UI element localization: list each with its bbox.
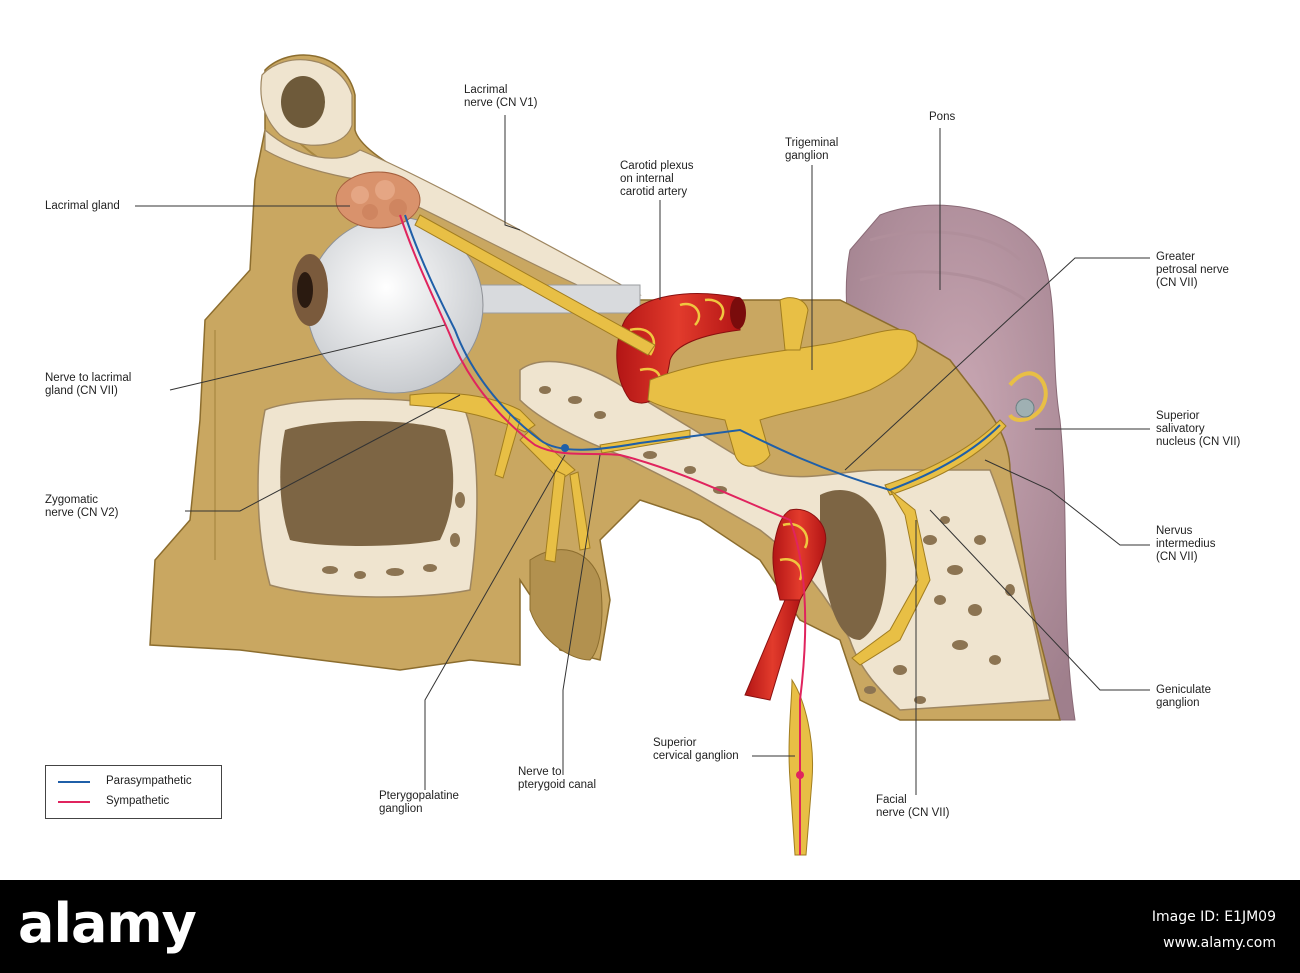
label-nerve-to-lacrimal-gland: Nerve to lacrimal gland (CN VII) (45, 372, 132, 397)
site-url: www.alamy.com (1163, 935, 1276, 951)
label-trigeminal-ganglion: Trigeminal ganglion (785, 137, 839, 162)
bone-section (257, 59, 1051, 711)
eyeball (292, 216, 641, 394)
watermark-bar: alamy Image ID: E1JM09 www.alamy.com (0, 880, 1300, 973)
legend-line-parasympathetic (58, 781, 90, 783)
brand-logo: alamy (18, 892, 197, 955)
legend-label: Parasympathetic (106, 775, 192, 787)
image-meta: Image ID: E1JM09 www.alamy.com (1152, 904, 1276, 956)
label-nerve-to-pterygoid-canal: Nerve to pterygoid canal (518, 766, 596, 791)
label-greater-petrosal-nerve: Greater petrosal nerve (CN VII) (1156, 251, 1229, 289)
anatomy-illustration (135, 54, 1150, 856)
carotid-artery (616, 293, 827, 701)
superior-cervical-node (796, 771, 804, 779)
label-zygomatic-nerve: Zygomatic nerve (CN V2) (45, 494, 119, 519)
label-nervus-intermedius: Nervus intermedius (CN VII) (1156, 525, 1216, 563)
label-lacrimal-nerve: Lacrimal nerve (CN V1) (464, 84, 538, 109)
label-pons: Pons (929, 111, 956, 123)
label-pterygopalatine-ganglion: Pterygopalatine ganglion (379, 790, 459, 815)
legend-line-sympathetic (58, 801, 90, 803)
label-lacrimal-gland: Lacrimal gland (45, 200, 120, 212)
lacrimal-gland (335, 171, 421, 229)
bone-pores (322, 386, 1015, 704)
image-id: Image ID: E1JM09 (1151, 909, 1276, 925)
legend-label: Sympathetic (106, 795, 170, 807)
legend: Parasympathetic Sympathetic (45, 765, 222, 819)
sympathetic-pathway (399, 214, 807, 855)
parasympathetic-pathway (404, 214, 1001, 492)
leader-lines (135, 115, 1150, 795)
label-geniculate-ganglion: Geniculate ganglion (1156, 684, 1211, 709)
label-superior-salivatory-nucleus: Superior salivatory nucleus (CN VII) (1156, 410, 1241, 448)
label-superior-cervical-ganglion: Superior cervical ganglion (653, 737, 739, 762)
pterygopalatine-ganglion-node (561, 444, 569, 452)
label-carotid-plexus: Carotid plexus on internal carotid arter… (620, 160, 694, 198)
label-facial-nerve: Facial nerve (CN VII) (876, 794, 950, 819)
